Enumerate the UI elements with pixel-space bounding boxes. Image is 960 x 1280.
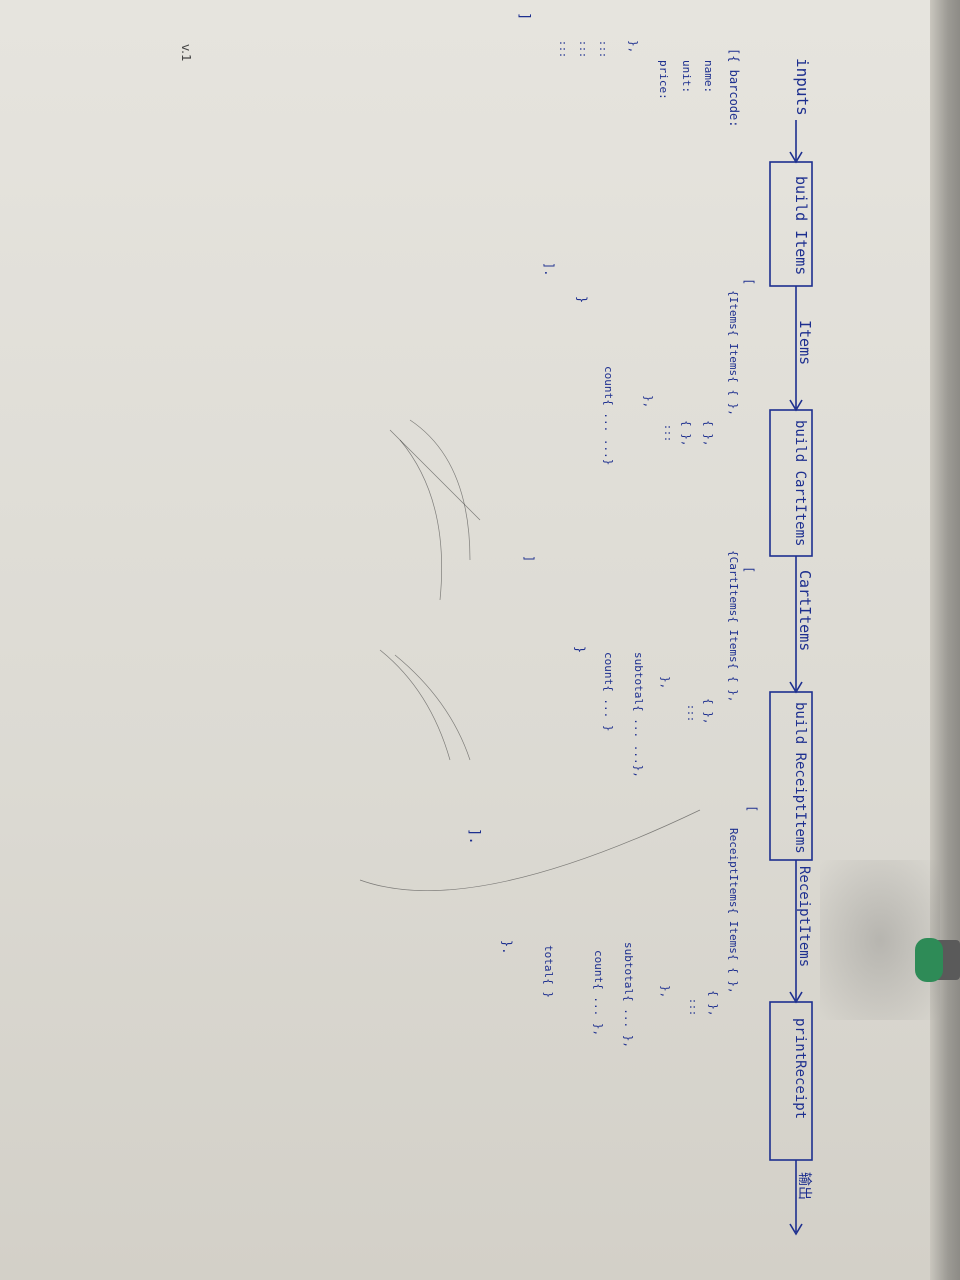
receiptitems-line: count{ ... }, [592,950,605,1036]
items-block: [ {Items{ Items{ { }, { }, { }, ::: }, c… [542,262,756,465]
step-print-receipt[interactable] [769,1001,813,1161]
step-build-items-label: build Items [792,176,810,275]
hair-strand [359,809,701,891]
inputs-field-line: price: [657,60,670,100]
output-label: 输出 [796,1172,812,1200]
step-build-items[interactable] [769,161,813,287]
receiptitems-line: }, [659,985,672,998]
inputs-field-line: }, [627,40,640,53]
receiptitems-block: [ ReceiptItems{ Items{ { }, { }, ::: }, … [466,805,759,1048]
paper-edge [930,0,960,1280]
items-line: { }, [680,420,693,447]
hair-strand [409,419,471,561]
hand-shadow [820,860,940,1020]
cartitems-block: [ {CartItems{ Items{ { }, { }, ::: }, su… [522,550,756,778]
inputs-field-line: ::: [577,40,588,58]
receiptitems-line: subtotal{ ... }, [622,942,635,1048]
items-block-close2: ]. [542,262,556,276]
arrow-cartitems-label: CartItems [796,570,814,651]
cartitems-block-close1: } [573,646,587,653]
corner-note: v.1 [179,44,193,62]
step-build-receiptitems-label: build ReceiptItems [792,702,808,854]
marker-cap [915,938,943,982]
inputs-field-line: unit: [680,60,693,93]
receiptitems-block-open: [ [745,805,759,812]
inputs-block-open: [{ barcode: [727,48,741,127]
cartitems-line: count{ ... } [602,652,615,731]
hair-strand [389,429,481,521]
items-line: count{ ... ...} [602,366,615,465]
cartitems-line: { }, [702,698,715,725]
step-print-receipt-label: printReceipt [792,1018,808,1119]
arrowhead [789,1223,803,1236]
hair-strand [379,649,451,761]
receiptitems-line: { }, [707,990,720,1017]
inputs-field-line: ::: [597,40,608,58]
receiptitems-line: total{ } [542,945,555,998]
step-build-receiptitems[interactable] [769,691,813,861]
inputs-field-line: name: [702,60,715,93]
cartitems-line: {CartItems{ Items{ { }, [727,550,740,702]
step-build-cartitems-label: build CartItems [792,420,808,546]
cartitems-block-open: [ [742,566,756,573]
inputs-block: [{ barcode: name: unit: price: }, ::: ::… [516,12,741,127]
items-line: {Items{ Items{ { }, [727,290,740,416]
items-line: }, [642,395,655,408]
inputs-block-close: ] [516,12,532,20]
cartitems-line: ::: [685,704,696,722]
arrow-items-label: Items [796,320,814,365]
hair-strand [399,439,442,601]
cartitems-block-close2: ] [522,555,536,562]
items-line: { }, [702,420,715,447]
items-block-close1: } [575,296,589,303]
arrow-receiptitems-label: ReceiptItems [796,866,812,967]
inputs-field-line: ::: [557,40,568,58]
flow-lane: inputs build Items Items build CartItems… [769,58,814,1236]
hair-strand [394,654,471,761]
receiptitems-block-close1: }. [500,940,514,954]
items-line: ::: [662,424,673,442]
receiptitems-line: ReceiptItems{ Items{ { }, [727,828,740,994]
cartitems-line: }, [659,676,672,689]
step-build-cartitems[interactable] [769,409,813,557]
receiptitems-line: ::: [687,998,698,1016]
items-block-open: [ [742,278,756,285]
cartitems-line: subtotal{ ... ...}, [632,652,645,778]
receiptitems-block-close2: ]. [466,828,482,845]
inputs-label: inputs [793,58,812,116]
